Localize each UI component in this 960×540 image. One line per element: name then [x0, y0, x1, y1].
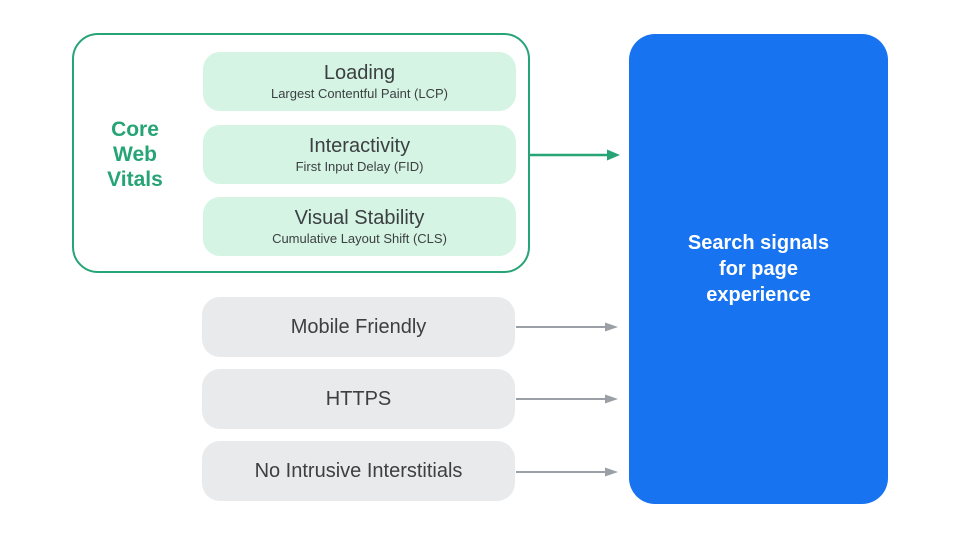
signal-label: No Intrusive Interstitials	[254, 459, 463, 482]
signal-pill-https: HTTPS	[202, 369, 515, 429]
cwv-item-interactivity: Interactivity First Input Delay (FID)	[203, 125, 516, 184]
cwv-item-title: Loading	[323, 62, 396, 84]
cwv-label-line: Web	[113, 143, 157, 166]
interstitials-arrow-icon	[516, 467, 618, 477]
signal-pill-mobile-friendly: Mobile Friendly	[202, 297, 515, 357]
cwv-label-line: Core	[111, 118, 159, 141]
signal-label: Mobile Friendly	[290, 315, 427, 338]
cwv-item-subtitle: First Input Delay (FID)	[295, 159, 424, 174]
signal-pill-no-intrusive-interstitials: No Intrusive Interstitials	[202, 441, 515, 501]
search-signals-label-line: experience	[706, 284, 811, 306]
cwv-item-subtitle: Cumulative Layout Shift (CLS)	[272, 231, 447, 246]
cwv-item-title: Visual Stability	[294, 207, 425, 229]
cwv-item-visual-stability: Visual Stability Cumulative Layout Shift…	[203, 197, 516, 256]
cwv-item-subtitle: Largest Contentful Paint (LCP)	[270, 86, 449, 101]
cwv-label-line: Vitals	[107, 168, 163, 191]
core-web-vitals-label: Core Web Vitals	[85, 117, 185, 192]
cwv-arrow-icon	[530, 149, 620, 161]
mobile-friendly-arrow-icon	[516, 322, 618, 332]
https-arrow-icon	[516, 394, 618, 404]
cwv-item-title: Interactivity	[308, 135, 411, 157]
search-signals-box: Search signals for page experience	[629, 34, 888, 504]
signal-label: HTTPS	[325, 387, 392, 410]
cwv-item-loading: Loading Largest Contentful Paint (LCP)	[203, 52, 516, 111]
search-signals-label-line: for page	[719, 258, 798, 280]
search-signals-label-line: Search signals	[687, 232, 830, 254]
